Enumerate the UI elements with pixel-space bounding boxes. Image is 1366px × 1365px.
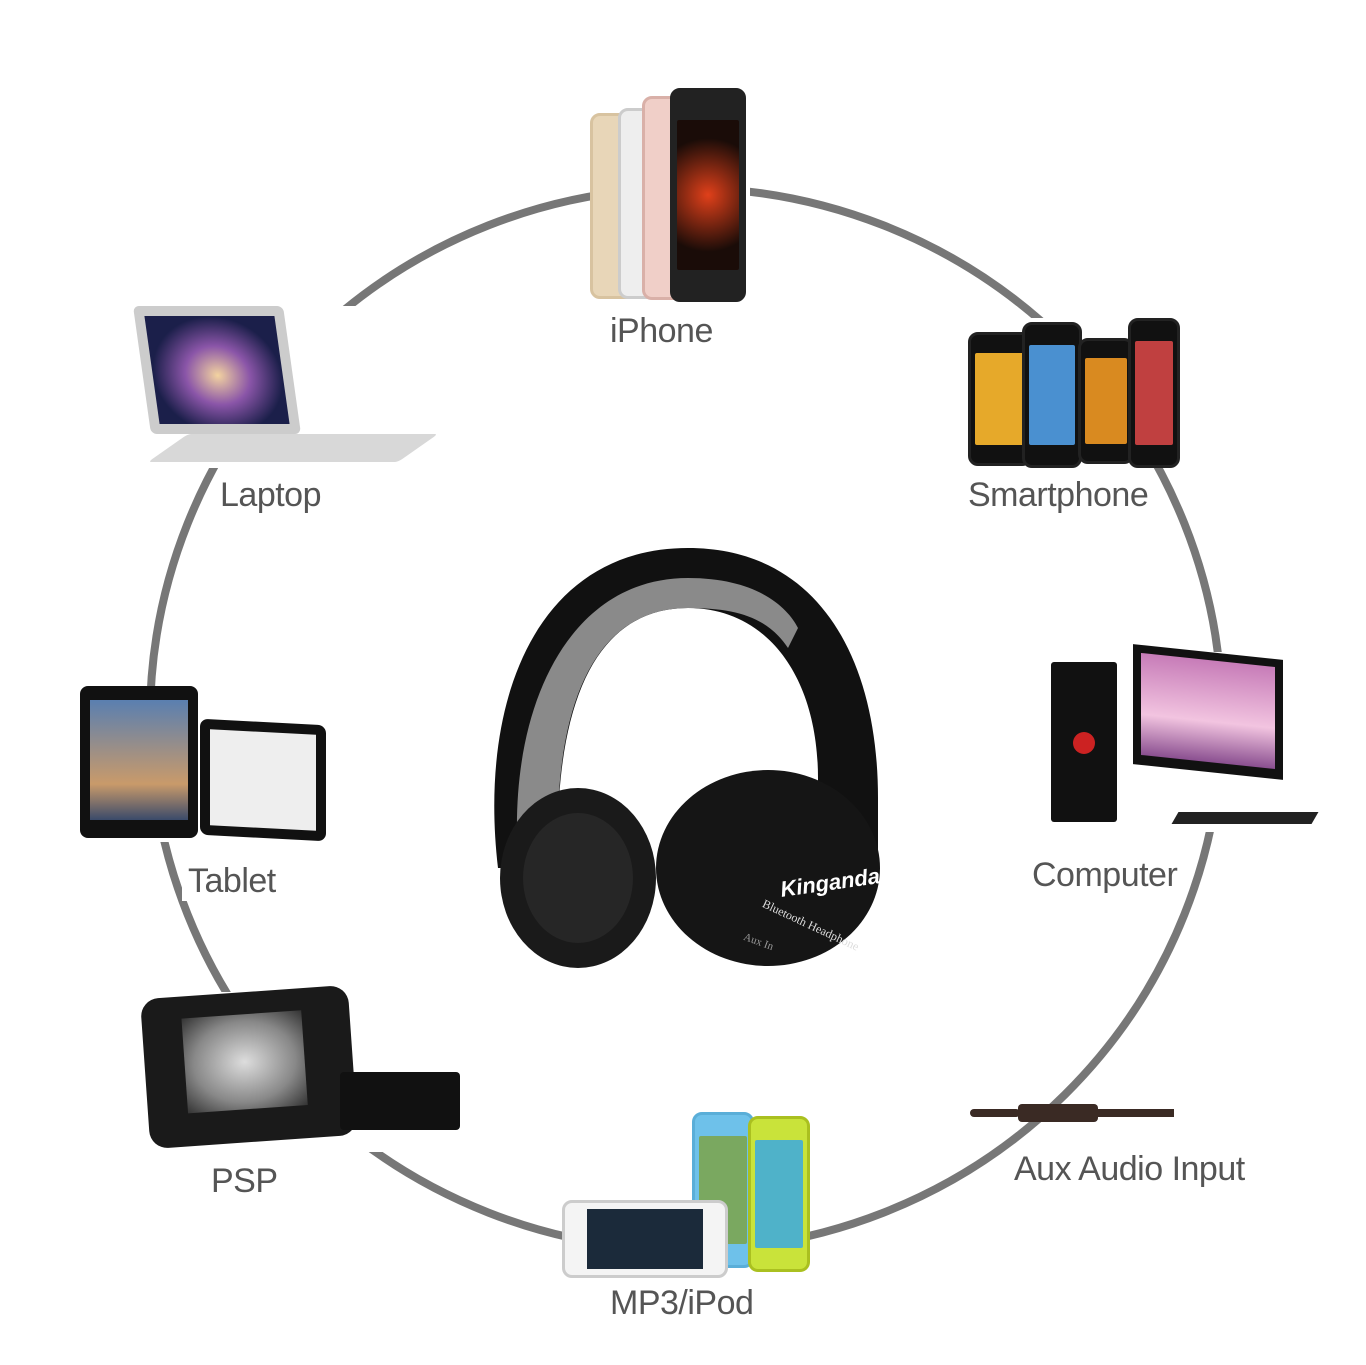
headphone-graphic (494, 548, 880, 968)
laptop-image (133, 306, 438, 468)
tablet-image (80, 686, 330, 842)
computer-image (1045, 644, 1320, 832)
mp3-ipod-image (562, 1112, 810, 1280)
label-smartphone: Smartphone (962, 476, 1155, 515)
label-psp: PSP (205, 1162, 284, 1201)
label-laptop: Laptop (214, 476, 327, 515)
label-mp3-ipod: MP3/iPod (604, 1284, 760, 1323)
label-iphone: iPhone (604, 312, 719, 351)
label-computer: Computer (1026, 856, 1184, 895)
iphone-image (590, 88, 750, 303)
label-tablet: Tablet (182, 862, 282, 901)
psp-image (140, 984, 465, 1152)
headphone-image: Kinganda Bluetooth Headphone Aux In (458, 538, 898, 968)
label-aux-audio-input: Aux Audio Input (1008, 1150, 1251, 1189)
smartphones-image (968, 318, 1180, 468)
aux-cable-image (970, 1102, 1175, 1124)
